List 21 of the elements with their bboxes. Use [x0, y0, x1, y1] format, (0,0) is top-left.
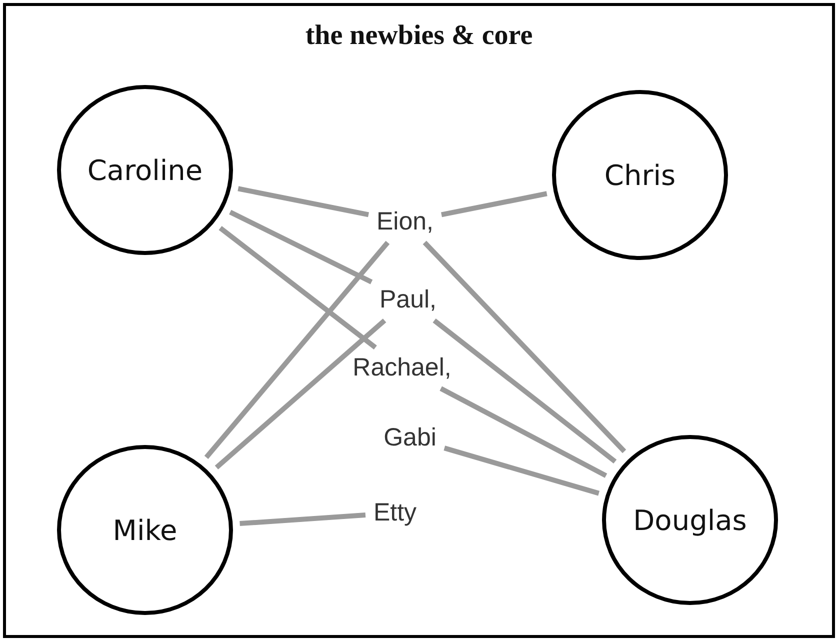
- name-label: Rachael,: [350, 352, 454, 384]
- name-label: Etty: [371, 496, 419, 530]
- person-circle: Chris: [552, 90, 728, 260]
- name-label: Eion,: [374, 206, 436, 238]
- connector-line: [218, 226, 377, 350]
- person-circle: Mike: [57, 445, 233, 615]
- connector-line: [422, 240, 626, 454]
- diagram-title: the newbies & core: [304, 20, 534, 52]
- connector-line: [240, 512, 366, 526]
- connector-line: [238, 186, 369, 218]
- connector-line: [229, 210, 373, 284]
- connector-line: [441, 191, 548, 218]
- person-circle: Douglas: [602, 435, 778, 605]
- name-label: Paul,: [378, 284, 438, 316]
- person-circle: Caroline: [57, 85, 233, 255]
- name-label: Gabi: [382, 422, 438, 454]
- connector-line: [214, 318, 386, 470]
- connector-line: [204, 240, 390, 460]
- connector-line: [444, 446, 600, 496]
- connector-line: [432, 318, 617, 464]
- connector-line: [440, 386, 608, 478]
